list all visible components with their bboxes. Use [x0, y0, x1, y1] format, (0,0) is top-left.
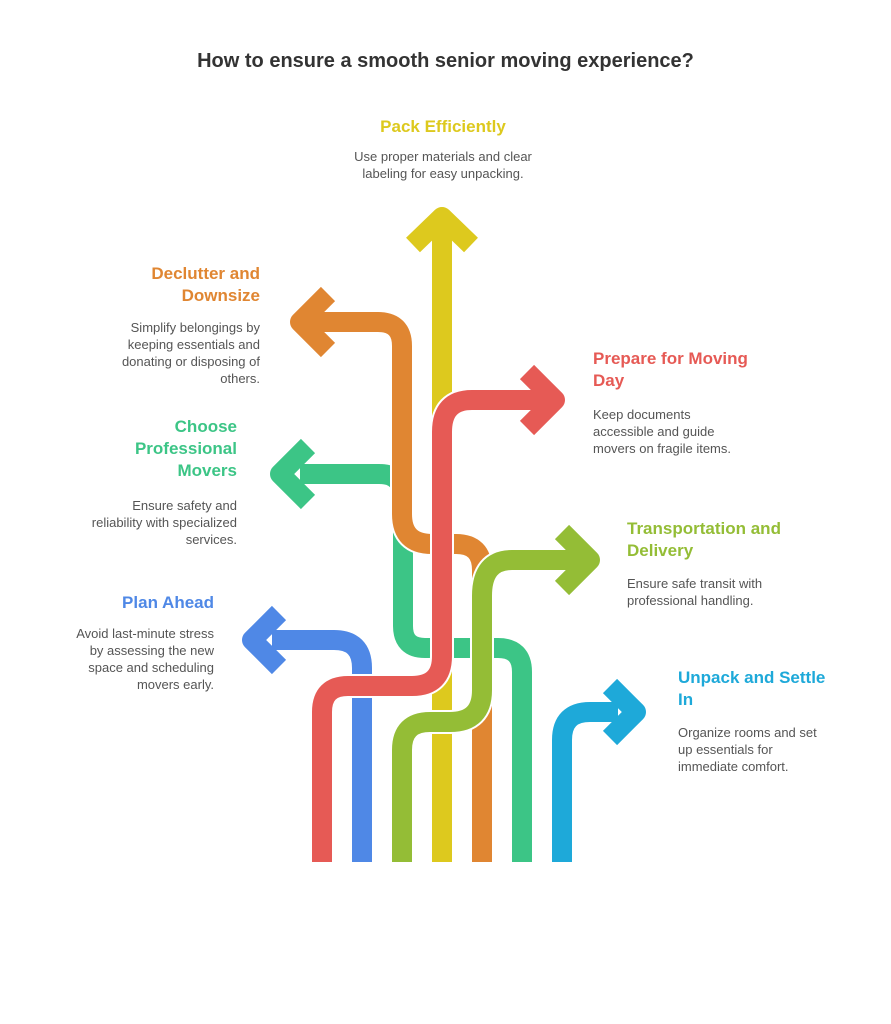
pack-arrowhead — [406, 207, 478, 253]
prepare-arrowhead — [519, 364, 565, 436]
transport-desc: Ensure safe transit with professional ha… — [627, 576, 763, 608]
declutter-arrowhead — [290, 286, 336, 358]
unpack-desc: Organize rooms and set up essentials for… — [678, 725, 817, 774]
transport-arrowhead — [554, 524, 600, 596]
movers-label: Choose Professional Movers — [134, 417, 237, 480]
unpack-label: Unpack and Settle In — [678, 668, 826, 709]
prepare-label: Prepare for Moving Day — [593, 349, 748, 390]
prepare-desc: Keep documents accessible and guide move… — [593, 407, 731, 456]
unpack-arrow — [552, 702, 618, 862]
plan-arrowhead — [242, 605, 287, 675]
declutter-desc: Simplify belongings by keeping essential… — [121, 320, 260, 386]
transport-arrow — [392, 550, 578, 862]
pack-label: Pack Efficiently — [380, 117, 506, 136]
plan-label: Plan Ahead — [122, 593, 214, 612]
plan-arrow — [272, 630, 372, 862]
movers-desc: Ensure safety and reliability with speci… — [91, 498, 237, 547]
declutter-label: Declutter and Downsize — [151, 264, 260, 305]
movers-arrowhead — [270, 438, 316, 510]
prepare-arrow — [312, 390, 545, 862]
declutter-arrow — [300, 312, 492, 862]
unpack-arrowhead — [602, 678, 646, 746]
plan-desc: Avoid last-minute stress by assessing th… — [76, 626, 214, 692]
pack-desc: Use proper materials and clear labeling … — [354, 149, 532, 181]
diagram-title: How to ensure a smooth senior moving exp… — [197, 50, 694, 72]
transport-label: Transportation and Delivery — [627, 519, 781, 560]
